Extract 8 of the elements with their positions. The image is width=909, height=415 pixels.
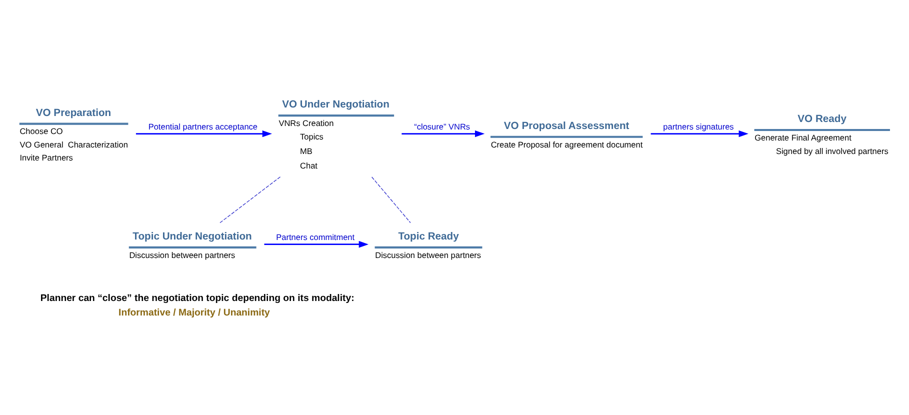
arrow	[264, 240, 368, 248]
connector	[371, 176, 411, 224]
arrow	[402, 130, 485, 138]
arrow	[650, 130, 748, 138]
connector	[219, 176, 281, 224]
label: Planner can “close” the negotiation topic depending on its modality:	[40, 292, 354, 304]
arrow	[136, 130, 272, 138]
label: Informative / Majority / Unanimity	[118, 307, 270, 318]
